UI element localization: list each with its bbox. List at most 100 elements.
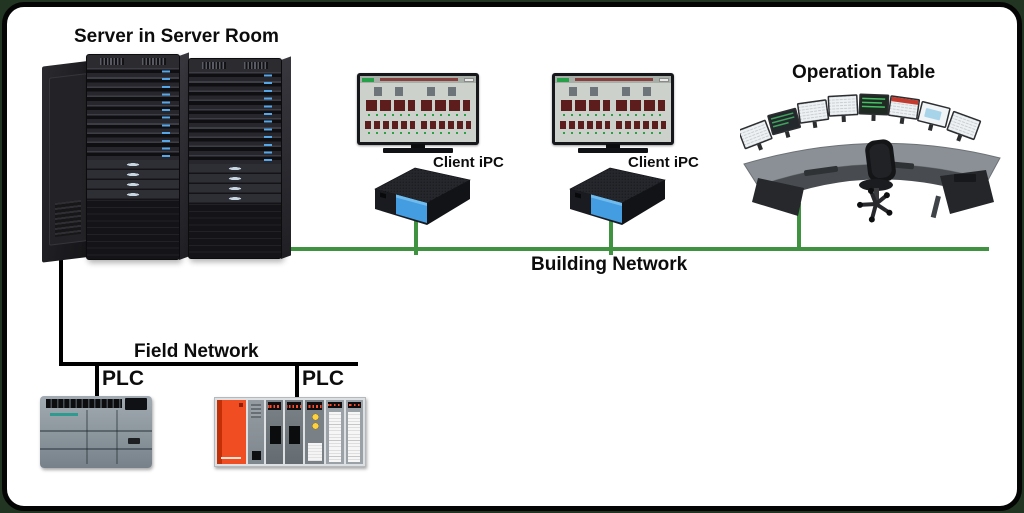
hmi-button <box>464 77 474 82</box>
rack-drive-bays <box>87 160 179 200</box>
rack-server-slots <box>189 72 281 164</box>
rack-vent <box>87 55 179 68</box>
client-drop-line <box>414 219 418 255</box>
console-desk <box>743 142 1001 219</box>
hmi-graphic-row <box>374 87 409 96</box>
hmi-indicator-row <box>368 114 468 116</box>
office-chair-icon <box>857 139 896 223</box>
hmi-graphic-row <box>427 87 463 96</box>
plc-drop-line-1 <box>95 364 99 397</box>
desk-laptop <box>954 174 976 182</box>
plc-terminal-module <box>326 400 344 464</box>
plc-brand-mark <box>50 413 78 416</box>
building-network-label: Building Network <box>531 254 688 275</box>
ipc-box-icon <box>569 167 666 225</box>
server-room-title: Server in Server Room <box>74 26 279 47</box>
hmi-button <box>659 77 669 82</box>
client-monitor-icon <box>357 73 479 145</box>
operation-table-drop-line <box>797 203 801 249</box>
plc-io-module <box>285 400 303 464</box>
plc-modular-icon <box>214 397 366 467</box>
console-monitor-array <box>740 93 982 151</box>
hmi-diagram-area <box>360 83 476 142</box>
ipc-box-icon <box>374 167 471 225</box>
desk-right-cabinet <box>940 170 994 214</box>
server-rack-icon <box>40 52 291 264</box>
rack-base <box>189 204 281 258</box>
rack-side-face <box>281 56 291 259</box>
hmi-graphic-row <box>366 100 415 111</box>
hmi-logo-icon <box>557 77 569 82</box>
field-network-label: Field Network <box>134 341 259 362</box>
rack-front-face <box>86 54 180 260</box>
hmi-graphic-row <box>622 87 658 96</box>
hmi-graphic-row <box>616 121 667 129</box>
hmi-graphic-row <box>561 100 610 111</box>
rack-front-face <box>188 58 282 259</box>
hmi-title-text <box>380 78 458 81</box>
client-drop-line <box>609 219 613 255</box>
hmi-graphic-row <box>365 121 415 129</box>
operation-table-label: Operation Table <box>792 62 936 83</box>
desk-left-cabinet <box>752 178 804 216</box>
field-network-line <box>59 362 358 366</box>
hmi-titlebar <box>555 76 671 83</box>
plc-panel-seam <box>116 410 118 464</box>
ipc-blue-panel-highlight <box>396 194 427 206</box>
plc-display <box>128 438 140 444</box>
plc-io-module <box>265 400 284 464</box>
plc-drop-line-2 <box>295 364 299 397</box>
monitor-base <box>383 148 453 153</box>
hmi-graphic-row <box>569 87 604 96</box>
rack-vent <box>189 59 281 72</box>
plc-terminal-module <box>345 400 364 464</box>
plc-panel-seam <box>40 448 152 450</box>
plc-panel-seam <box>40 430 152 432</box>
hmi-graphic-row <box>421 121 472 129</box>
hmi-indicator-row <box>368 132 468 134</box>
desk-leg <box>930 195 941 219</box>
rack-server-slots <box>87 68 179 160</box>
ipc-power-button <box>575 192 581 199</box>
plc-special-module <box>304 400 325 464</box>
hmi-diagram-area <box>555 83 671 142</box>
client-ipc-group-1: Client iPC <box>357 73 527 258</box>
monitor-stand <box>411 144 425 149</box>
hmi-indicator-row <box>563 114 663 116</box>
client-ipc-label: Client iPC <box>433 154 504 171</box>
client-ipc-group-2: Client iPC <box>552 73 722 258</box>
plc-terminal-strip <box>46 399 122 408</box>
hmi-indicator-row <box>563 132 663 134</box>
server-rack-front-icon <box>86 52 189 260</box>
hmi-graphic-row <box>616 100 666 111</box>
plc-label-2: PLC <box>302 367 344 390</box>
monitor-base <box>578 148 648 153</box>
plc-port-block <box>125 398 147 410</box>
hmi-graphic-row <box>421 100 471 111</box>
monitor-stand <box>606 144 620 149</box>
hmi-logo-icon <box>362 77 374 82</box>
ipc-right-face <box>622 180 665 225</box>
hmi-graphic-row <box>560 121 610 129</box>
keyboard-tray <box>804 165 838 177</box>
client-monitor-icon <box>552 73 674 145</box>
plc-power-module <box>217 400 247 464</box>
rack-base <box>87 200 179 259</box>
hmi-titlebar <box>360 76 476 83</box>
client-ipc-label: Client iPC <box>628 154 699 171</box>
hmi-screen <box>360 76 476 142</box>
operation-console-icon <box>740 93 1001 223</box>
plc-cpu-module <box>248 400 264 464</box>
plc-compact-icon <box>40 396 152 468</box>
hmi-screen <box>555 76 671 142</box>
ipc-blue-panel-highlight <box>591 194 622 206</box>
server-rack-right-icon <box>188 56 291 259</box>
building-network-line <box>283 247 989 251</box>
hmi-title-text <box>575 78 653 81</box>
ipc-power-button <box>380 192 386 199</box>
rack-drive-bays <box>189 164 281 204</box>
ipc-right-face <box>427 180 470 225</box>
plc-panel-seam <box>86 410 88 464</box>
plc-label-1: PLC <box>102 367 144 390</box>
